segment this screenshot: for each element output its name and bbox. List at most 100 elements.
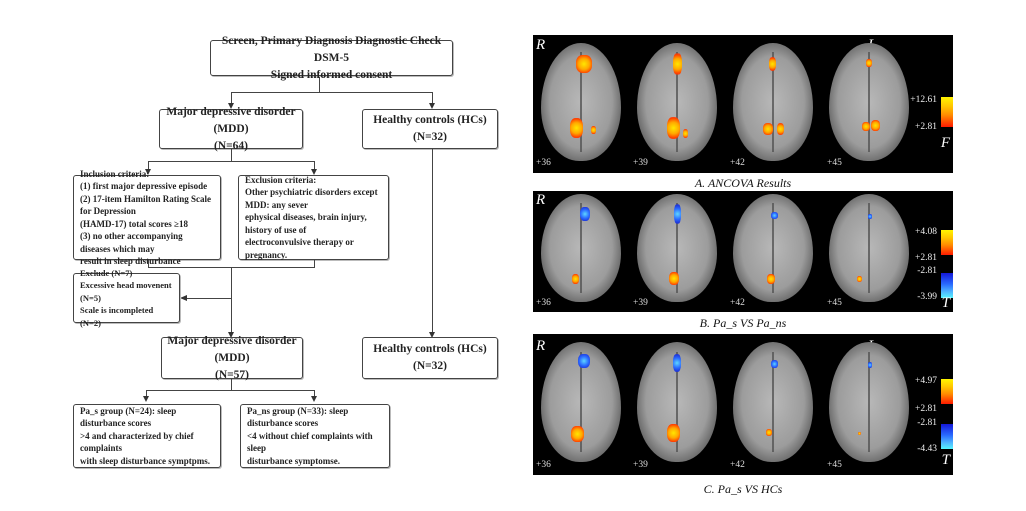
statistic-label: T	[941, 452, 950, 468]
hc-title: Healthy controls (HCs)	[373, 114, 487, 126]
brain-slice	[541, 43, 621, 161]
brain-panel-a: R L +36 +39 +42 +45 +12.61 +2.81 F	[533, 35, 953, 173]
arrow-down-icon	[228, 332, 234, 338]
mdd-title: Major depressive disorder (MDD)	[166, 105, 296, 135]
brain-slice	[637, 194, 717, 302]
brain-panel-b: R L +36 +39 +42 +45 +4.08 +2.81 -2.81 -3…	[533, 191, 953, 312]
brain-slice	[541, 194, 621, 302]
activation-cluster	[777, 123, 784, 135]
activation-cluster	[591, 126, 596, 134]
exclude-line: Scale is incompleted (N=2)	[80, 305, 154, 328]
connector	[314, 260, 315, 267]
pa-ns-group-box: Pa_ns group (N=33): sleep disturbance sc…	[240, 404, 390, 468]
arrow-down-icon	[311, 396, 317, 402]
slice-z-label: +36	[536, 158, 551, 168]
colorbar-hot-max-label: +4.97	[915, 376, 937, 386]
exclusion-line: Exclusion criteria:	[245, 174, 317, 185]
colorbar-cold	[941, 273, 953, 298]
slice-z-label: +45	[827, 298, 842, 308]
colorbar-hot	[941, 230, 953, 255]
activation-cluster	[766, 429, 772, 436]
arrow-down-icon	[311, 169, 317, 175]
pa-s-line: Pa_s group (N=24): sleep disturbance sco…	[80, 405, 177, 429]
connector	[148, 161, 149, 170]
inclusion-line: result in sleep disturbance	[80, 256, 181, 266]
brain-panel-c: R L +36 +39 +42 +45 +4.97 +2.81 -2.81 -4…	[533, 334, 953, 475]
hc-final-box: Healthy controls (HCs) (N=32)	[362, 337, 498, 379]
connector	[314, 390, 315, 397]
screen-line2: Signed informed consent	[270, 68, 393, 81]
connector	[432, 92, 433, 104]
exclusion-criteria-box: Exclusion criteria: Other psychiatric di…	[238, 175, 389, 260]
deactivation-cluster	[580, 207, 590, 221]
brain-slice	[637, 342, 717, 462]
activation-cluster	[571, 426, 584, 442]
colorbar-hot	[941, 379, 953, 404]
connector	[231, 379, 232, 390]
activation-cluster	[857, 276, 862, 282]
arrow-down-icon	[429, 103, 435, 109]
deactivation-cluster	[673, 354, 681, 372]
activation-cluster	[767, 274, 775, 284]
activation-cluster	[871, 120, 880, 131]
activation-cluster	[769, 57, 776, 71]
colorbar-max-label: +12.61	[910, 95, 937, 105]
activation-cluster	[862, 122, 870, 131]
connector	[432, 149, 433, 333]
activation-cluster	[576, 55, 592, 73]
brain-slice	[829, 194, 909, 302]
hc-n: (N=32)	[412, 131, 448, 143]
connector	[146, 390, 314, 391]
colorbar-hot-min-label: +2.81	[915, 253, 937, 263]
activation-cluster	[858, 432, 861, 435]
mdd-final-box: Major depressive disorder (MDD) (N=57)	[161, 335, 303, 381]
brain-slice	[733, 342, 813, 462]
connector	[231, 92, 232, 104]
connector	[146, 390, 147, 397]
exclusion-line: ephysical diseases, brain injury, histor…	[245, 212, 367, 235]
mdd-box: Major depressive disorder (MDD) (N=64)	[159, 106, 303, 152]
activation-cluster	[763, 123, 773, 135]
connector	[231, 267, 232, 333]
slice-z-label: +42	[730, 158, 745, 168]
statistic-label: T	[941, 295, 950, 311]
screen-box: Screen, Primary Diagnosis Diagnostic Che…	[210, 35, 453, 81]
deactivation-cluster	[771, 212, 778, 219]
orientation-right-label: R	[536, 37, 546, 53]
inclusion-line: Inclusion criteria:	[80, 168, 150, 179]
arrow-down-icon	[143, 396, 149, 402]
exclusion-line: Other psychiatric disorders except MDD: …	[245, 187, 378, 210]
slice-z-label: +45	[827, 158, 842, 168]
brain-slice	[637, 43, 717, 161]
connector	[148, 260, 149, 267]
orientation-right-label: R	[536, 192, 546, 208]
brain-slice	[733, 43, 813, 161]
activation-cluster	[667, 424, 680, 442]
brain-slice	[733, 194, 813, 302]
hc-final-title: Healthy controls (HCs)	[373, 343, 487, 355]
mdd-final-title: Major depressive disorder (MDD)	[167, 334, 297, 364]
slice-z-label: +42	[730, 298, 745, 308]
slice-z-label: +36	[536, 298, 551, 308]
colorbar-hot	[941, 97, 953, 127]
connector	[314, 161, 315, 170]
arrow-down-icon	[429, 332, 435, 338]
pa-ns-line: Pa_ns group (N=33): sleep disturbance sc…	[247, 405, 349, 429]
exclude-box: Exclude (N=7) Excessive head movenent (N…	[73, 268, 180, 328]
screen-line1: Screen, Primary Diagnosis Diagnostic Che…	[221, 34, 442, 64]
activation-cluster	[667, 117, 680, 139]
exclude-line: Exclude (N=7)	[80, 267, 133, 278]
deactivation-cluster	[868, 214, 872, 219]
colorbar-min-label: +2.81	[915, 122, 937, 132]
deactivation-cluster	[578, 354, 590, 368]
pa-ns-line: <4 without chief complaints with sleep	[247, 430, 373, 454]
colorbar-cold	[941, 424, 953, 449]
connector	[231, 92, 432, 93]
brain-slice	[829, 43, 909, 161]
arrow-down-icon	[145, 169, 151, 175]
inclusion-line: (1) first major depressive episode	[80, 181, 208, 191]
exclusion-line: electroconvulsive therapy or pregnancy.	[245, 237, 354, 260]
panel-a-caption: A. ANCOVA Results	[694, 176, 792, 190]
slice-z-label: +39	[633, 460, 648, 470]
panel-b-caption: B. Pa_s VS Pa_ns	[699, 316, 787, 330]
